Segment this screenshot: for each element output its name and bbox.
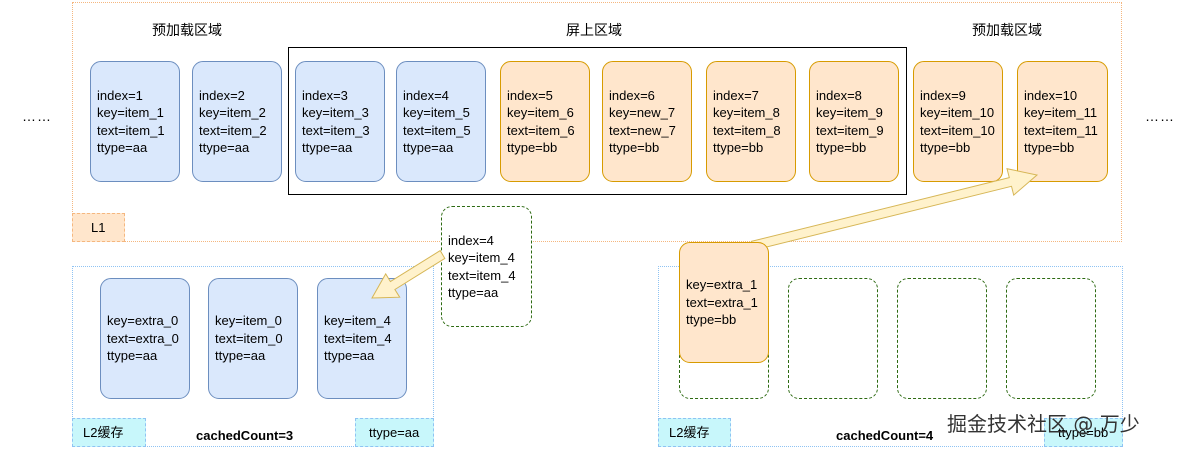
card-index: index=8: [816, 87, 862, 103]
l1-card-1: index=1 key=item_1 text=item_1 ttype=aa: [90, 61, 180, 182]
card-index: index=6: [609, 87, 655, 103]
card-index: index=2: [199, 87, 245, 103]
card-key: key=item_9: [816, 105, 883, 120]
card-index: index=10: [1024, 87, 1078, 103]
card-key: key=item_5: [403, 105, 470, 120]
l1-card-6: index=6 key=new_7 text=new_7 ttype=bb: [602, 61, 692, 182]
card-ttype: ttype=bb: [920, 140, 971, 155]
card-index: index=4: [403, 87, 449, 103]
card-text: text=item_4: [448, 267, 516, 283]
l1-card-9: index=9 key=item_10 text=item_10 ttype=b…: [913, 61, 1003, 182]
l2-left-card-1: key=extra_0 text=extra_0 ttype=aa: [100, 278, 190, 399]
card-index: index=1: [97, 87, 143, 103]
card-text: text=item_11: [1024, 122, 1098, 138]
ellipsis-left: ……: [22, 108, 52, 124]
card-ttype: ttype=bb: [713, 140, 764, 155]
card-key: key=new_7: [609, 105, 676, 120]
l2-left-card-2: key=item_0 text=item_0 ttype=aa: [208, 278, 298, 399]
l1-card-4: index=4 key=item_5 text=item_5 ttype=aa: [396, 61, 486, 182]
card-text: text=item_2: [199, 122, 267, 138]
card-ttype: ttype=bb: [816, 140, 867, 155]
card-index: index=7: [713, 87, 759, 103]
card-key: key=item_11: [1024, 105, 1098, 120]
l2-right-card-extra-1: key=extra_1 text=extra_1 ttype=bb: [679, 242, 769, 363]
l1-card-7: index=7 key=item_8 text=item_8 ttype=bb: [706, 61, 796, 182]
card-text: text=item_6: [507, 122, 575, 138]
l1-card-2: index=2 key=item_2 text=item_2 ttype=aa: [192, 61, 282, 182]
card-text: text=item_10: [920, 122, 995, 138]
card-text: text=extra_1: [686, 294, 758, 310]
l1-region: [72, 2, 1122, 242]
card-text: text=item_8: [713, 122, 781, 138]
card-ttype: ttype=aa: [199, 140, 250, 155]
card-ttype: ttype=aa: [107, 348, 158, 364]
card-text: text=item_5: [403, 122, 471, 138]
card-key: key=item_2: [199, 105, 266, 120]
card-index: index=4: [448, 232, 494, 248]
card-index: index=9: [920, 87, 966, 103]
card-text: text=item_1: [97, 122, 165, 138]
watermark: 掘金技术社区 @ 万少: [947, 412, 1140, 436]
card-key: key=item_4: [324, 313, 391, 329]
card-text: text=new_7: [609, 122, 676, 138]
card-ttype: ttype=bb: [609, 140, 660, 155]
card-text: text=item_3: [302, 122, 370, 138]
card-key: key=item_6: [507, 105, 574, 120]
l1-card-10: index=10 key=item_11 text=item_11 ttype=…: [1017, 61, 1108, 182]
card-ttype: ttype=bb: [686, 312, 737, 328]
preload-left-title: 预加载区域: [152, 22, 222, 38]
l2-right-cached-count: cachedCount=4: [836, 428, 934, 443]
l1-card-5: index=5 key=item_6 text=item_6 ttype=bb: [500, 61, 590, 182]
card-key: key=item_4: [448, 250, 515, 265]
l2-right-slot-3: [897, 278, 987, 399]
card-ttype: ttype=aa: [448, 285, 499, 300]
card-ttype: ttype=bb: [507, 140, 558, 155]
card-text: text=item_0: [215, 330, 283, 346]
card-ttype: ttype=aa: [403, 140, 454, 155]
l2-left-cached-count: cachedCount=3: [196, 428, 294, 443]
card-key: key=item_3: [302, 105, 369, 120]
card-ttype: ttype=aa: [97, 140, 148, 155]
card-text: text=extra_0: [107, 330, 179, 346]
on-screen-title: 屏上区域: [566, 22, 622, 38]
l1-card-3: index=3 key=item_3 text=item_3 ttype=aa: [295, 61, 385, 182]
ellipsis-right: ……: [1145, 108, 1175, 124]
card-ttype: ttype=aa: [302, 140, 353, 155]
l1-label: L1: [72, 213, 125, 242]
card-text: text=item_9: [816, 122, 884, 138]
card-ttype: ttype=aa: [324, 348, 375, 364]
card-index: index=3: [302, 87, 348, 103]
l2-right-label: L2缓存: [658, 418, 731, 447]
l2-right-slot-4: [1006, 278, 1096, 399]
card-key: key=extra_1: [686, 277, 758, 293]
preload-right-title: 预加载区域: [972, 22, 1042, 38]
l2-right-ttype-tag: ttype=bb: [1044, 418, 1123, 447]
card-key: key=extra_0: [107, 313, 179, 329]
l2-right-slot-2: [788, 278, 878, 399]
on-screen-region: [288, 47, 907, 195]
l2-cache-right-region: [658, 266, 1123, 447]
l1-card-8: index=8 key=item_9 text=item_9 ttype=bb: [809, 61, 899, 182]
card-key: key=item_0: [215, 313, 282, 329]
card-text: text=item_4: [324, 330, 392, 346]
card-ttype: ttype=aa: [215, 348, 266, 364]
card-key: key=item_10: [920, 105, 995, 120]
card-key: key=item_1: [97, 105, 164, 120]
moving-item-card: index=4 key=item_4 text=item_4 ttype=aa: [441, 206, 532, 327]
l2-left-ttype-tag: ttype=aa: [355, 418, 434, 447]
card-key: key=item_8: [713, 105, 780, 120]
l2-cache-left-region: [72, 266, 434, 447]
card-index: index=5: [507, 87, 553, 103]
card-ttype: ttype=bb: [1024, 140, 1075, 155]
l2-left-card-3: key=item_4 text=item_4 ttype=aa: [317, 278, 407, 399]
l2-left-label: L2缓存: [72, 418, 146, 447]
